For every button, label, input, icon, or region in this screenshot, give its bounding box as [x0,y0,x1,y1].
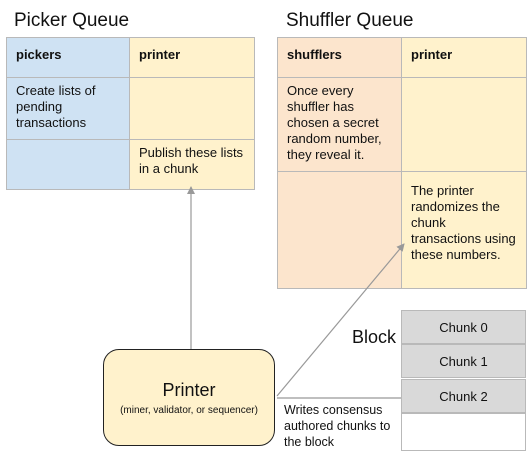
block-chunk-empty [401,413,526,451]
printer-empty-cell [129,77,255,140]
block-chunk-0: Chunk 0 [401,310,526,344]
shuffler-queue-table: shufflers printer Once every shuffler ha… [277,37,527,289]
pickers-step-cell: Create lists of pending transactions [6,77,130,140]
printer-column-header: printer [401,37,527,78]
shuffler-queue-title: Shuffler Queue [286,10,414,31]
shufflers-column-header: shufflers [277,37,402,78]
printer-node: Printer (miner, validator, or sequencer) [103,349,275,446]
block-chunk-1: Chunk 1 [401,344,526,378]
pickers-empty-cell [6,139,130,190]
printer-subtitle: (miner, validator, or sequencer) [120,405,258,416]
arrow-to-shuffler-printer [276,243,405,397]
picker-queue-table: pickers printer Create lists of pending … [6,37,255,190]
printer-write-caption: Writes consensus authored chunks to the … [284,403,391,449]
printer-empty-cell [401,77,527,172]
block-label: Block [352,327,397,347]
printer-column-header: printer [129,37,255,78]
printer-step-cell: The printer randomizes the chunk transac… [401,171,527,289]
block-chunk-2: Chunk 2 [401,379,526,413]
printer-name: Printer [162,380,216,400]
shufflers-empty-cell [277,171,402,289]
picker-queue-title: Picker Queue [14,10,130,31]
shufflers-step-cell: Once every shuffler has chosen a secret … [277,77,402,172]
